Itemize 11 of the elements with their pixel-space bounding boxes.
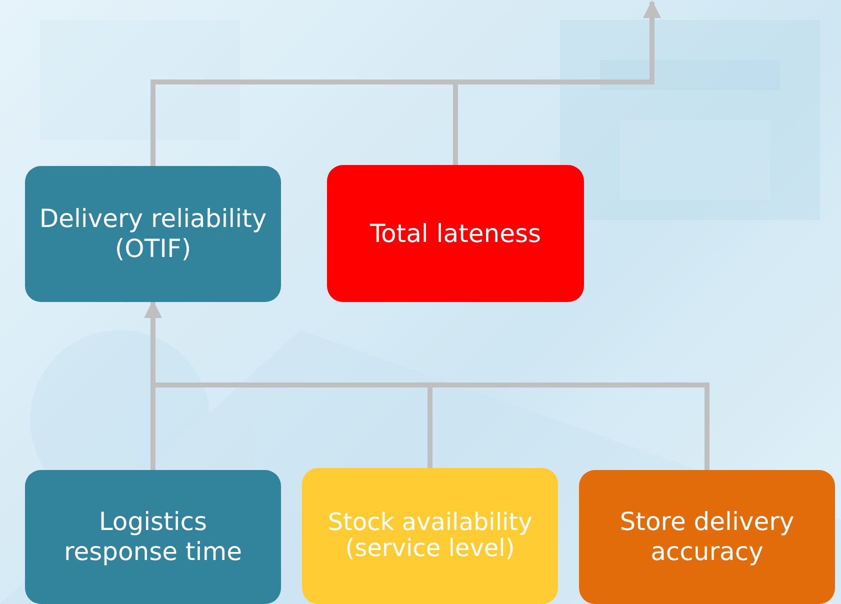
metric-label: Stock availability (service level) [326, 510, 534, 562]
metric-label: Total lateness [370, 218, 542, 248]
arrow [453, 0, 661, 165]
metric-box [302, 468, 558, 604]
metric-label: Logistics response time [63, 507, 243, 567]
metric-box [25, 470, 281, 604]
metric-label: Delivery reliability (OTIF) [39, 204, 267, 264]
metric-box [327, 165, 584, 302]
metric-box [579, 470, 835, 604]
metric-label: Store delivery accuracy [618, 507, 796, 567]
metric-box [25, 166, 281, 302]
